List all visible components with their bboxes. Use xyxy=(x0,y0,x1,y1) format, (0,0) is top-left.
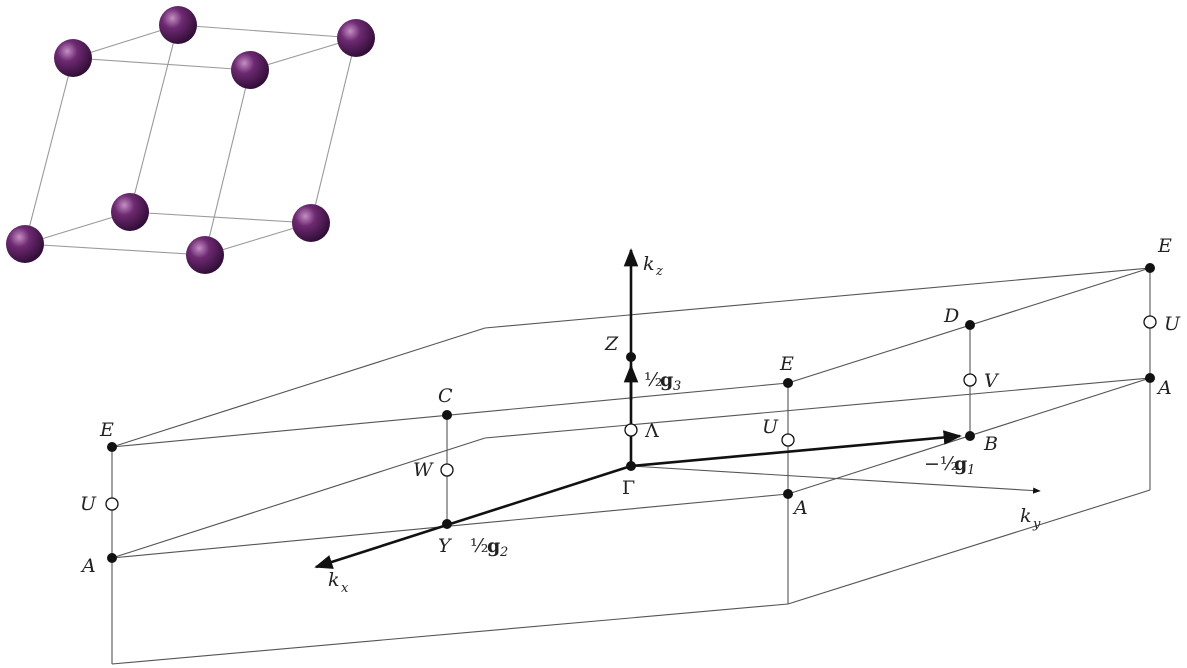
label-g2: g xyxy=(487,535,500,557)
label-Lambda: Λ xyxy=(644,420,659,442)
point-Lambda xyxy=(624,423,638,437)
point-W xyxy=(440,463,454,477)
label-E-right: E xyxy=(1157,235,1172,257)
label-A-right: A xyxy=(1156,377,1172,399)
label-ky: k xyxy=(1020,505,1032,527)
point-U-mid xyxy=(781,433,795,447)
atom xyxy=(6,225,44,263)
point-U-right xyxy=(1143,315,1157,329)
kx-axis xyxy=(314,464,632,569)
point-A-left xyxy=(107,553,117,563)
atom xyxy=(159,6,197,44)
atom xyxy=(186,236,224,274)
label-U-left: U xyxy=(80,493,97,515)
atom xyxy=(337,19,375,57)
zone-points xyxy=(105,263,1157,563)
label-Gamma: Γ xyxy=(622,477,635,499)
label-E-mid: E xyxy=(779,353,794,375)
point-labels: E U A C W Y Γ Λ Z E U A D V B E U A xyxy=(80,235,1181,577)
label-D: D xyxy=(943,305,959,327)
label-g3: g xyxy=(660,369,673,391)
axis-labels: k z k x k y xyxy=(328,253,1041,596)
label-A-mid: A xyxy=(792,497,808,519)
point-U-left xyxy=(105,497,119,511)
label-kx-sub: x xyxy=(341,581,349,596)
point-Y xyxy=(442,519,452,529)
point-E-mid xyxy=(783,378,793,388)
label-kz-sub: z xyxy=(655,264,663,279)
label-B: B xyxy=(983,433,998,455)
label-C: C xyxy=(438,385,453,407)
label-U-mid: U xyxy=(762,416,779,438)
g1-vector xyxy=(630,430,962,468)
label-g3-sub: 3 xyxy=(673,379,681,394)
label-g2-coef: ½ xyxy=(470,535,488,557)
label-g1: g xyxy=(954,453,967,475)
point-V xyxy=(963,373,977,387)
atom xyxy=(292,204,330,242)
point-E-left xyxy=(107,442,117,452)
point-Z xyxy=(626,352,636,362)
label-Y: Y xyxy=(438,535,453,557)
label-U-right: U xyxy=(1164,313,1181,335)
point-A-right xyxy=(1145,373,1155,383)
atom xyxy=(111,193,149,231)
ky-axis xyxy=(630,465,1041,494)
atom xyxy=(54,39,92,77)
label-W: W xyxy=(413,459,434,481)
point-Gamma xyxy=(626,461,636,471)
atom xyxy=(231,51,269,89)
label-kx: k xyxy=(328,569,340,591)
label-V: V xyxy=(984,370,1000,392)
point-A-mid xyxy=(783,489,793,499)
label-g1-coef: −½ xyxy=(924,453,958,475)
label-g1-sub: 1 xyxy=(967,463,975,478)
label-Z: Z xyxy=(604,333,619,355)
label-g3-coef: ½ xyxy=(644,369,662,391)
point-D xyxy=(965,320,975,330)
label-ky-sub: y xyxy=(1032,517,1041,532)
label-E-left: E xyxy=(99,419,114,441)
point-B xyxy=(965,431,975,441)
lattice-cell xyxy=(6,6,375,274)
label-A-left: A xyxy=(80,555,96,577)
point-C xyxy=(442,410,452,420)
vector-labels: ½ g 3 ½ g 2 −½ g 1 xyxy=(470,369,975,560)
label-g2-sub: 2 xyxy=(499,545,508,560)
point-E-right xyxy=(1145,263,1155,273)
label-kz: k xyxy=(643,253,655,275)
